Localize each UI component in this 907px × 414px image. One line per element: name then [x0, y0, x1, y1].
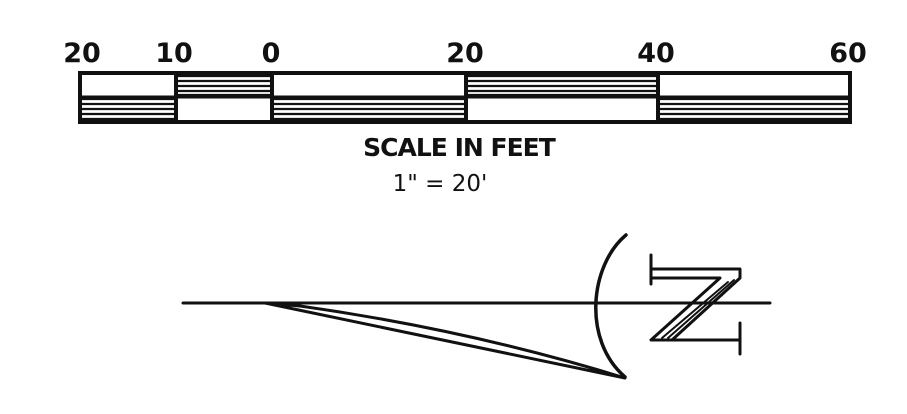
tick-label-20: 20	[446, 38, 484, 69]
segment-10-0	[176, 74, 272, 97]
n-outline	[649, 267, 742, 342]
scale-ratio: 1" = 20'	[393, 171, 488, 197]
tick-label-10: 10	[155, 38, 193, 69]
segment-0-20	[272, 97, 466, 121]
segment-20-10	[80, 97, 176, 121]
segment-20-40	[466, 74, 658, 97]
tick-label-40: 40	[637, 38, 675, 69]
tick-label-20-left: 20	[63, 38, 101, 69]
north-letter-n	[649, 253, 742, 356]
n-hatch	[661, 279, 735, 339]
tick-label-60: 60	[829, 38, 867, 69]
north-arrow	[181, 233, 772, 380]
scale-bar-segments	[80, 74, 850, 121]
scale-bar-outline	[78, 71, 852, 124]
north-arrow-head	[263, 301, 627, 380]
scale-title: SCALE IN FEET	[363, 133, 556, 162]
tick-label-0: 0	[262, 38, 281, 69]
north-arrow-arc	[594, 233, 628, 379]
segment-40-60	[658, 97, 850, 121]
scale-bar: 20 10 0 20 40 60	[63, 38, 867, 197]
